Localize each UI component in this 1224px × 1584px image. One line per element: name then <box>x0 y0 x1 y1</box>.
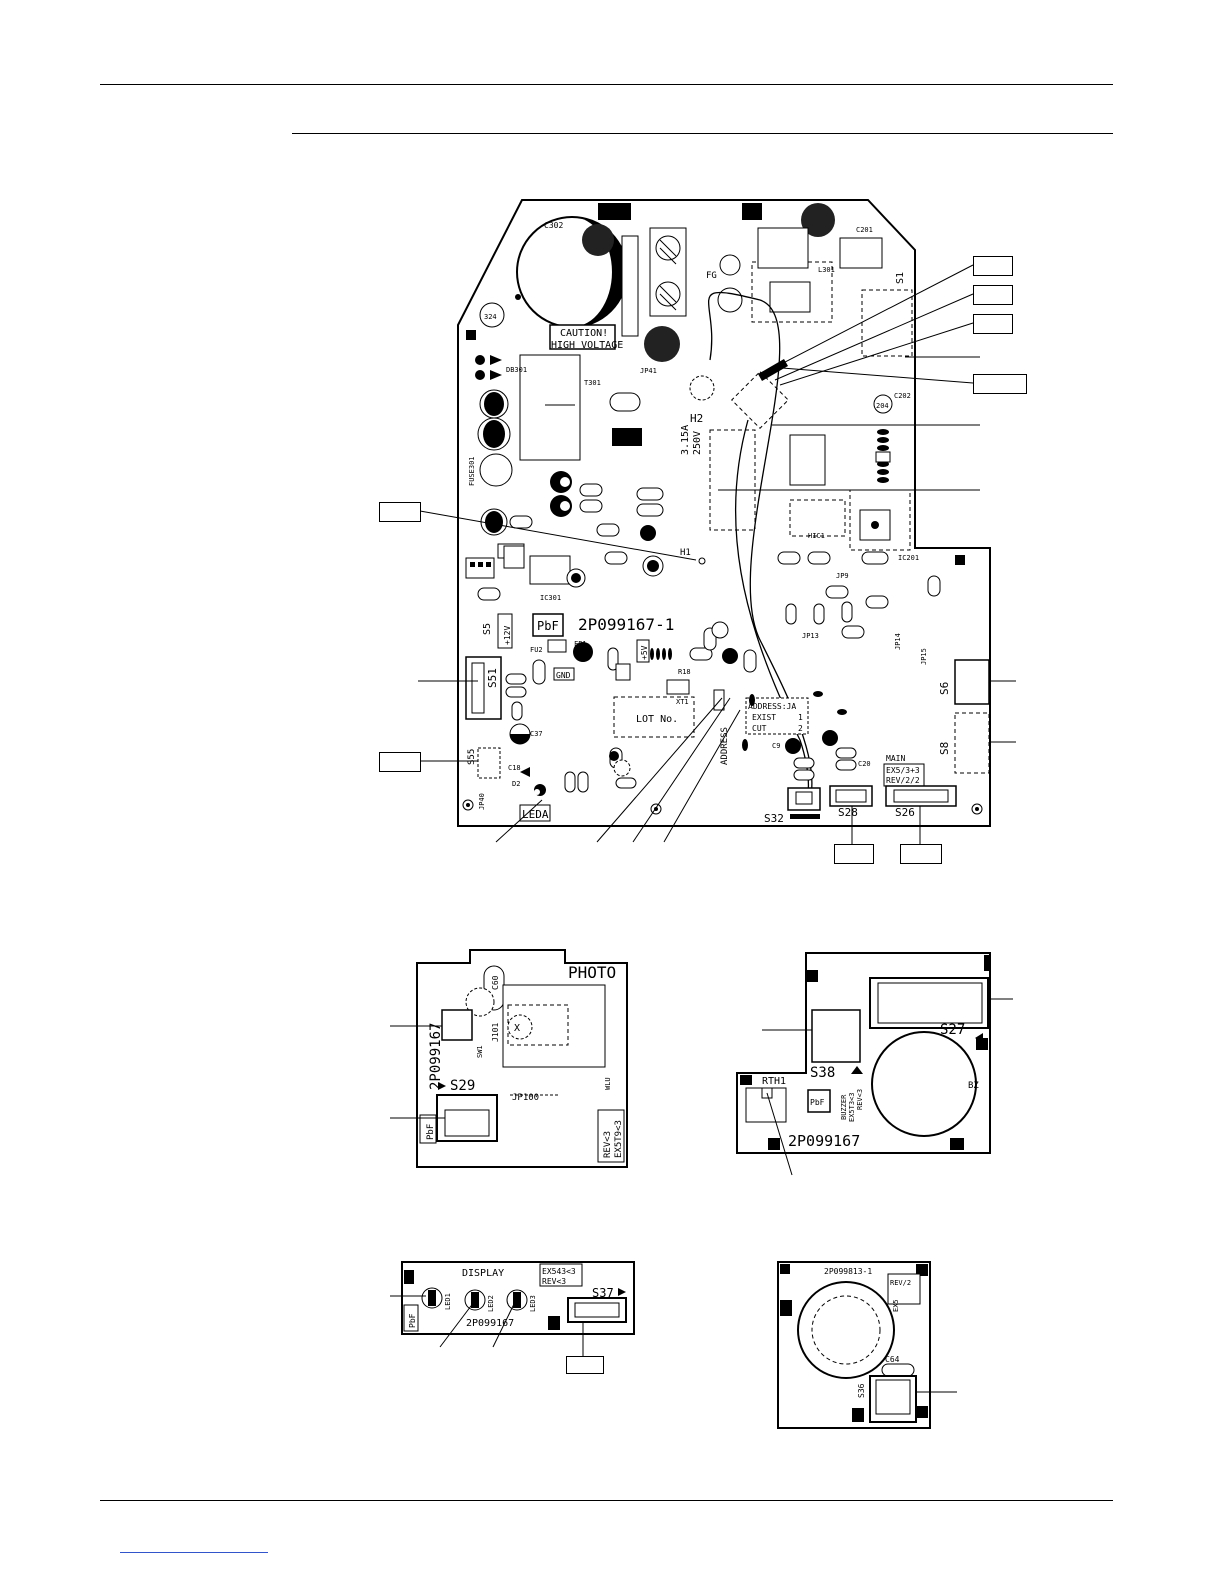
callout-box-top-right-1 <box>973 256 1013 276</box>
h1-label: H1 <box>680 548 691 558</box>
plus5v-label: +5V <box>640 645 649 660</box>
jp9-label: JP9 <box>836 572 849 580</box>
callout-box-top-right-3 <box>973 314 1013 334</box>
l301-label: L301 <box>818 266 835 274</box>
xt1-label: XT1 <box>676 698 689 706</box>
fu2-label: FU2 <box>530 646 543 654</box>
s26-label: S26 <box>895 806 915 819</box>
caution-text-1: CAUTION! <box>560 328 608 339</box>
db301-label: DB301 <box>506 366 527 374</box>
s8-label: S8 <box>938 742 951 755</box>
c202-label: C202 <box>894 392 911 400</box>
callout-box-bottom-1 <box>834 844 874 864</box>
r18-label: R18 <box>678 668 691 676</box>
c201-label: C201 <box>856 226 873 234</box>
main-rev-2: EX5/3+3 <box>886 766 920 775</box>
main-rev-3: REV/2/2 <box>886 776 920 785</box>
ic301-label: IC301 <box>540 594 561 602</box>
c302-label: C302 <box>544 221 563 230</box>
s1-label: S1 <box>895 272 906 284</box>
footer-rule <box>100 1500 1113 1501</box>
main-pbf-label: PbF <box>537 619 559 633</box>
svg-text:204: 204 <box>876 402 889 410</box>
caution-text-2: HIGH VOLTAGE <box>551 340 623 351</box>
c18-label: C18 <box>508 764 521 772</box>
address-exist: EXIST <box>752 713 776 722</box>
jp41-label: JP41 <box>640 367 657 375</box>
callout-box-left-1 <box>379 502 421 522</box>
fuse301-label: FUSE301 <box>468 456 476 486</box>
header-rule-second <box>292 133 1113 134</box>
jp13-label: JP13 <box>802 632 819 640</box>
fuse-voltage: 250V <box>692 431 703 455</box>
fuse-rating: 3.15A <box>680 425 691 455</box>
main-rev-1: MAIN <box>886 754 905 763</box>
svg-text:1: 1 <box>798 713 803 722</box>
lot-label: LOT No. <box>636 714 678 725</box>
ic201-label: IC201 <box>898 554 919 562</box>
svg-text:324: 324 <box>484 313 497 321</box>
fg-label: FG <box>706 271 717 281</box>
header-rule-top <box>100 84 1113 85</box>
t301-label: T301 <box>584 379 601 387</box>
addr-vertical-label: ADDRESS <box>720 727 730 765</box>
jp40-label: JP40 <box>478 793 486 810</box>
svg-text:2: 2 <box>798 724 803 733</box>
hic1-label: HIC1 <box>808 532 825 540</box>
plus12v-label: +12V <box>503 626 512 645</box>
jp14-label: JP14 <box>894 633 902 650</box>
callout-box-top-right-4 <box>973 374 1027 394</box>
address-cut: CUT <box>752 724 767 733</box>
s5-label: S5 <box>482 623 493 635</box>
main-part-number: 2P099167-1 <box>578 615 674 634</box>
s51-label: S51 <box>486 668 499 688</box>
footer-link-underline[interactable] <box>120 1552 268 1553</box>
leda-label: LEDA <box>522 808 549 821</box>
callout-box-top-right-2 <box>973 285 1013 305</box>
address-header: ADDRESS:JA <box>748 702 796 711</box>
callout-box-left-2 <box>379 752 421 772</box>
callout-box-bottom-2 <box>900 844 942 864</box>
c9-label: C9 <box>772 742 780 750</box>
s32-label: S32 <box>764 812 784 825</box>
gnd-label: GND <box>556 671 571 680</box>
c20-label: C20 <box>858 760 871 768</box>
s28-label: S28 <box>838 806 858 819</box>
h2-label: H2 <box>690 412 703 425</box>
c37-label: C37 <box>530 730 543 738</box>
s55-label: S55 <box>467 749 477 765</box>
s6-label: S6 <box>938 682 951 695</box>
d2-label: D2 <box>512 780 520 788</box>
jp15-label: JP15 <box>920 648 928 665</box>
callout-box-display-s37 <box>566 1356 604 1374</box>
